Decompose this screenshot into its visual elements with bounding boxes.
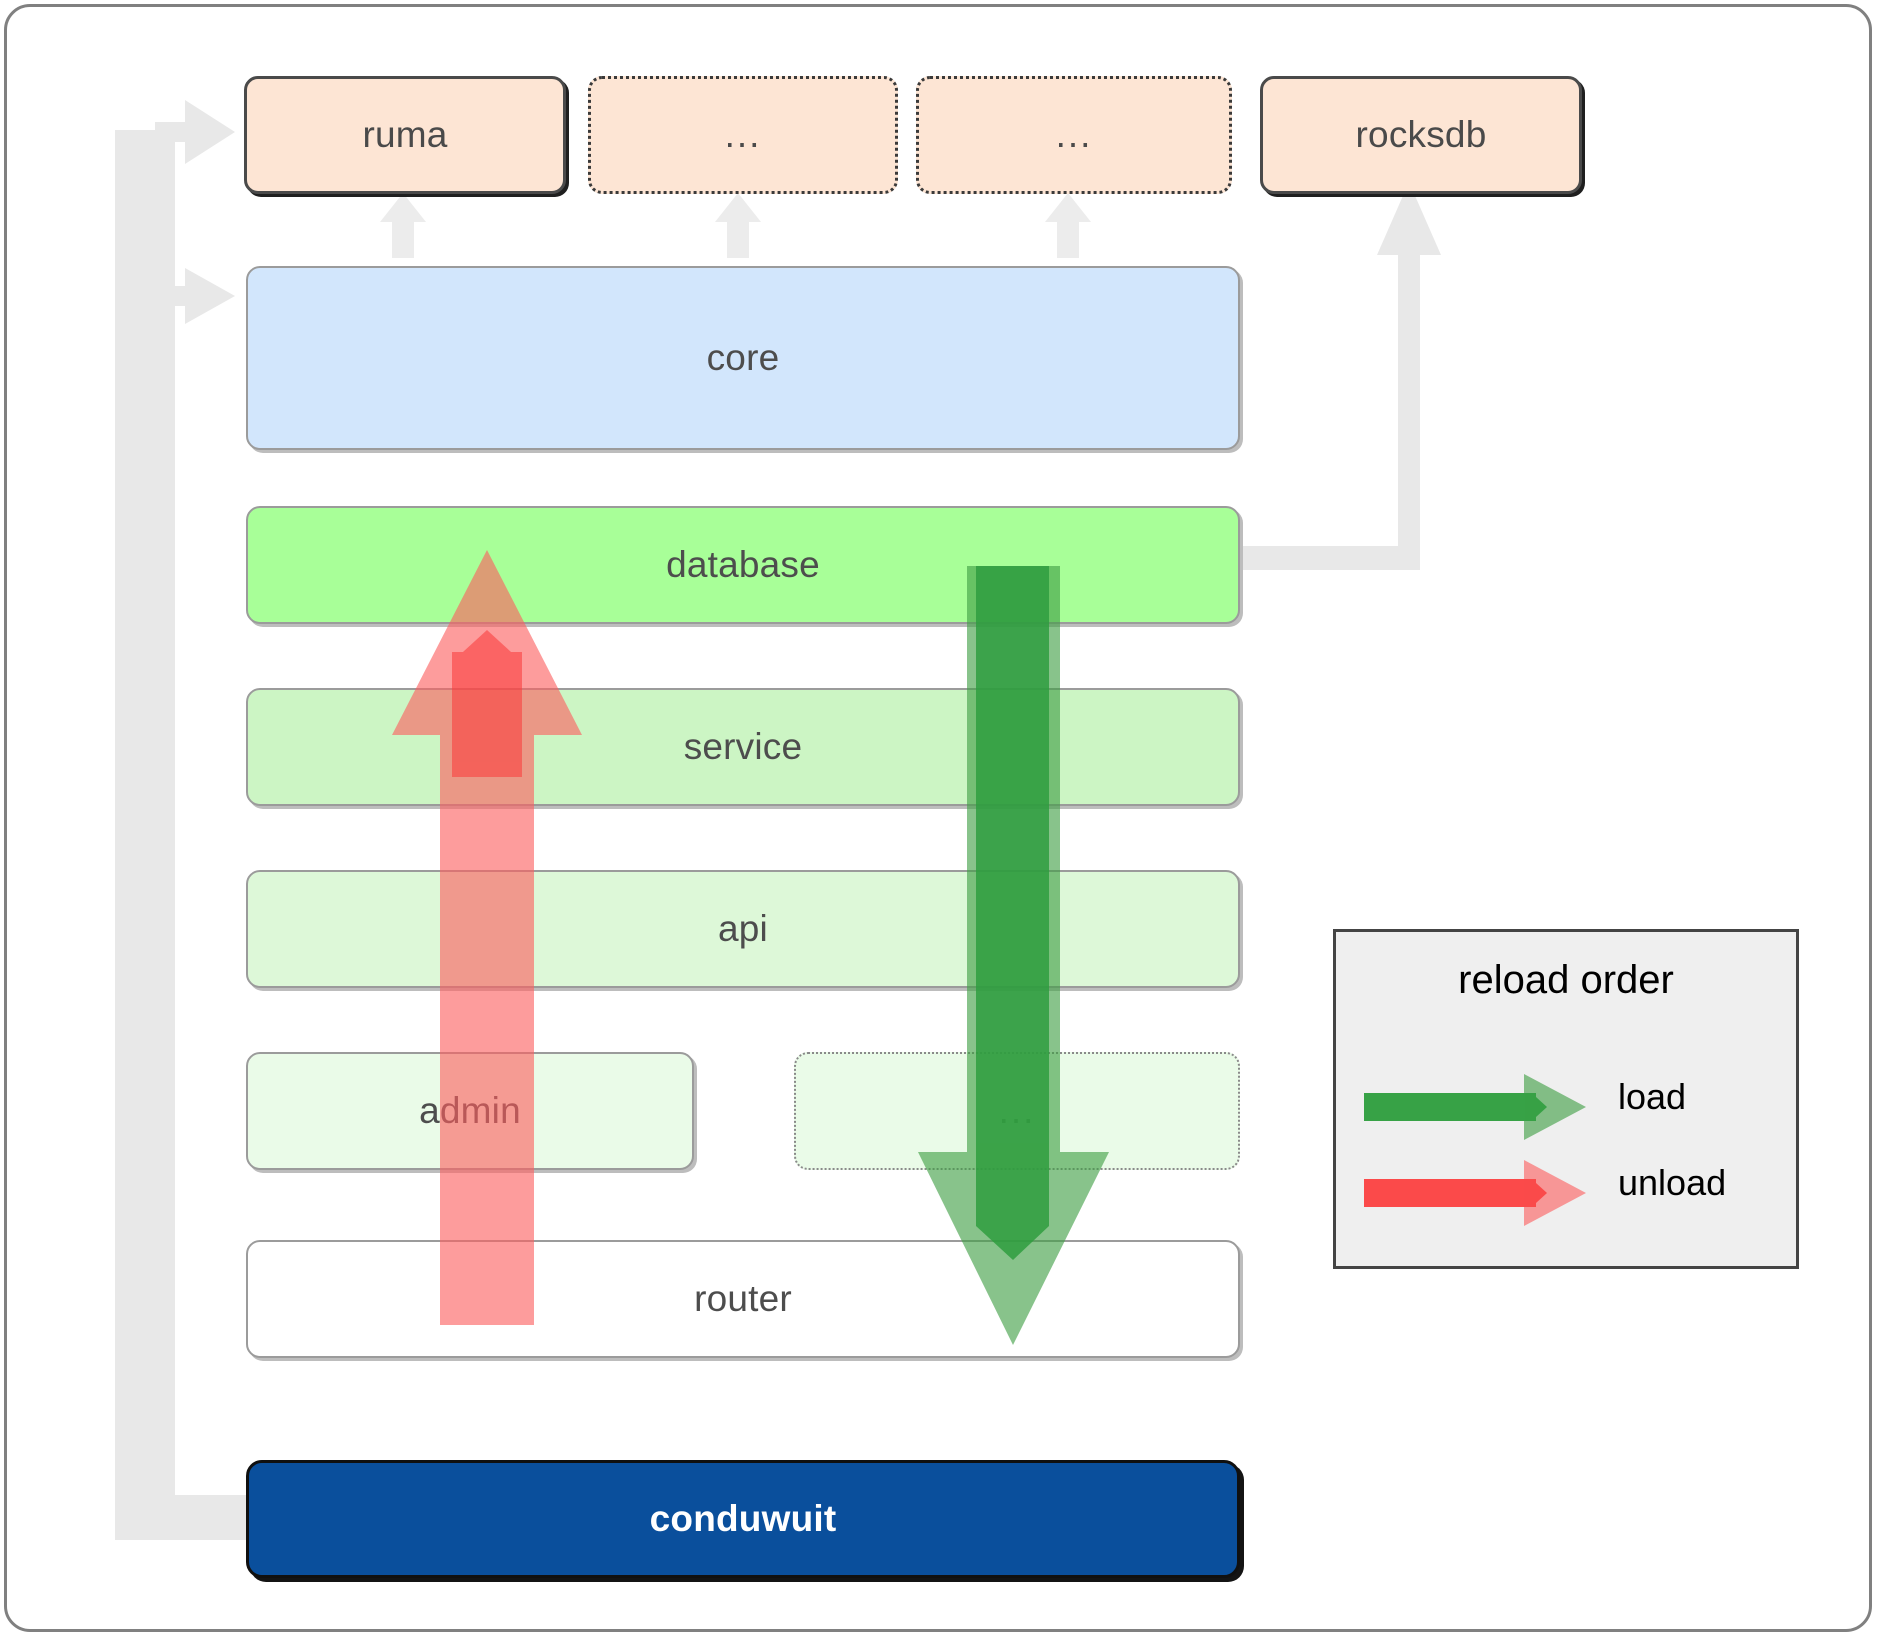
legend-unload-arrow-icon bbox=[1364, 1160, 1586, 1226]
node-core-label: core bbox=[706, 337, 780, 378]
node-admin-sibling-ellipsis[interactable]: ... bbox=[794, 1052, 1240, 1170]
node-top-ellipsis-1-label: ... bbox=[724, 113, 762, 155]
node-router[interactable]: router bbox=[246, 1240, 1240, 1358]
legend-row-load: load bbox=[1336, 1072, 1796, 1142]
node-admin-label: admin bbox=[419, 1090, 521, 1131]
node-ruma[interactable]: ruma bbox=[244, 76, 566, 194]
legend-panel: reload order load bbox=[1333, 929, 1799, 1269]
node-conduwuit-label: conduwuit bbox=[649, 1498, 837, 1539]
node-database[interactable]: database bbox=[246, 506, 1240, 624]
node-top-ellipsis-2-label: ... bbox=[1055, 113, 1093, 155]
node-core[interactable]: core bbox=[246, 266, 1240, 450]
legend-load-label: load bbox=[1618, 1076, 1687, 1117]
diagram-frame bbox=[4, 4, 1872, 1632]
node-service[interactable]: service bbox=[246, 688, 1240, 806]
legend-load-arrow-icon bbox=[1364, 1074, 1586, 1140]
node-top-ellipsis-1[interactable]: ... bbox=[588, 76, 898, 194]
node-router-label: router bbox=[694, 1278, 792, 1319]
node-rocksdb-label: rocksdb bbox=[1355, 114, 1487, 155]
node-database-label: database bbox=[666, 544, 820, 585]
node-top-ellipsis-2[interactable]: ... bbox=[916, 76, 1232, 194]
node-api-label: api bbox=[718, 908, 768, 949]
legend-unload-label: unload bbox=[1618, 1162, 1727, 1203]
legend-title: reload order bbox=[1458, 958, 1674, 1002]
node-conduwuit[interactable]: conduwuit bbox=[246, 1460, 1240, 1578]
legend-row-unload: unload bbox=[1336, 1158, 1796, 1228]
node-ruma-label: ruma bbox=[362, 114, 448, 155]
node-admin-sibling-label: ... bbox=[998, 1089, 1036, 1131]
node-service-label: service bbox=[683, 726, 803, 767]
node-admin[interactable]: admin bbox=[246, 1052, 694, 1170]
node-api[interactable]: api bbox=[246, 870, 1240, 988]
node-rocksdb[interactable]: rocksdb bbox=[1260, 76, 1582, 194]
